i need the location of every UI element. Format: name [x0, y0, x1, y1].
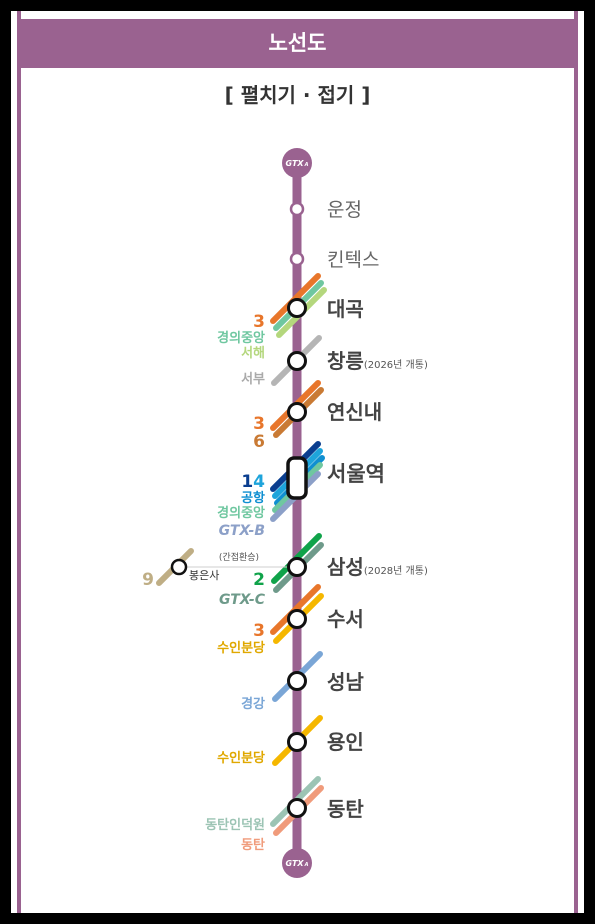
station-name-unjeong[interactable]: 운정	[327, 199, 362, 221]
yongin-label-suin: 수인분당	[217, 750, 265, 766]
daegok-label-seohae: 서해	[241, 345, 265, 361]
station-marker-bongeunsa[interactable]	[170, 558, 188, 576]
station-marker-seoul[interactable]	[286, 456, 308, 500]
station-name-yeonsinnae[interactable]: 연신내	[327, 400, 382, 424]
route-map-card: 노선도 [ 펼치기 · 접기 ]	[11, 11, 584, 913]
expand-collapse-toggle[interactable]: [ 펼치기 · 접기 ]	[224, 83, 371, 107]
changneung-label-seobu: 서부	[241, 372, 265, 387]
station-name-yongin[interactable]: 용인	[327, 730, 364, 754]
station-marker-suseo[interactable]	[287, 609, 307, 629]
suseo-label-3: 3	[253, 621, 265, 641]
dongtan-label-dongtan: 동탄	[241, 837, 265, 853]
daegok-label-3: 3	[253, 312, 265, 332]
yeonsinnae-label-6: 6	[253, 432, 265, 452]
dongtan-label-indeogwon: 동탄인덕원	[205, 817, 265, 833]
station-marker-yongin[interactable]	[287, 732, 307, 752]
station-name-samseong[interactable]: 삼성(2028년 개통)	[327, 555, 428, 579]
station-marker-samseong[interactable]	[287, 557, 307, 577]
station-name-suseo[interactable]: 수서	[327, 607, 364, 631]
suseo-label-suin: 수인분당	[217, 640, 265, 656]
terminal-badge-top: GTXA	[282, 148, 312, 178]
bongeunsa-name[interactable]: 봉은사	[189, 569, 219, 582]
seongnam-label-gyeonggang: 경강	[241, 696, 265, 712]
station-name-dongtan[interactable]: 동탄	[327, 797, 364, 821]
transfer-labels: 3 경의중앙 서해 서부 3 6 14 공항 경의중앙 GTX-B 2 GTX-…	[205, 312, 266, 853]
station-name-kintex[interactable]: 킨텍스	[327, 249, 379, 271]
indirect-transfer-note: (간접환승)	[219, 551, 259, 563]
station-marker-dongtan[interactable]	[287, 798, 307, 818]
station-marker-kintex[interactable]	[289, 251, 305, 267]
seoul-label-gtxb: GTX-B	[219, 523, 265, 539]
station-marker-changneung[interactable]	[287, 351, 307, 371]
card-right-border	[574, 11, 578, 913]
terminal-badge-bottom: GTXA	[282, 848, 312, 878]
station-name-daegok[interactable]: 대곡	[327, 297, 364, 321]
daegok-label-gyeongui: 경의중앙	[217, 330, 265, 346]
station-marker-yeonsinnae[interactable]	[287, 402, 307, 422]
svg-text:GTXA: GTXA	[286, 859, 309, 868]
bongeunsa-line-9: 9	[142, 570, 154, 590]
samseong-label-2: 2	[253, 570, 265, 590]
station-name-seoul[interactable]: 서울역	[327, 462, 385, 486]
station-name-changneung[interactable]: 창릉(2026년 개통)	[327, 349, 428, 373]
seoul-label-airport: 공항	[241, 490, 265, 506]
station-marker-daegok[interactable]	[287, 298, 307, 318]
seoul-label-1-4: 14	[241, 472, 265, 492]
station-marker-unjeong[interactable]	[289, 201, 305, 217]
yeonsinnae-label-3: 3	[253, 414, 265, 434]
route-diagram: GTXA GTXA 운정 킨텍스 대곡 창릉(2026년 개통) 연신내 서울역…	[142, 148, 428, 878]
card-left-border	[17, 11, 21, 913]
svg-text:GTXA: GTXA	[286, 159, 309, 168]
station-name-seongnam[interactable]: 성남	[327, 670, 364, 694]
seoul-label-gyeongui: 경의중앙	[217, 505, 265, 521]
page-title: 노선도	[17, 19, 578, 68]
station-marker-seongnam[interactable]	[287, 671, 307, 691]
samseong-label-gtxc: GTX-C	[219, 592, 266, 608]
